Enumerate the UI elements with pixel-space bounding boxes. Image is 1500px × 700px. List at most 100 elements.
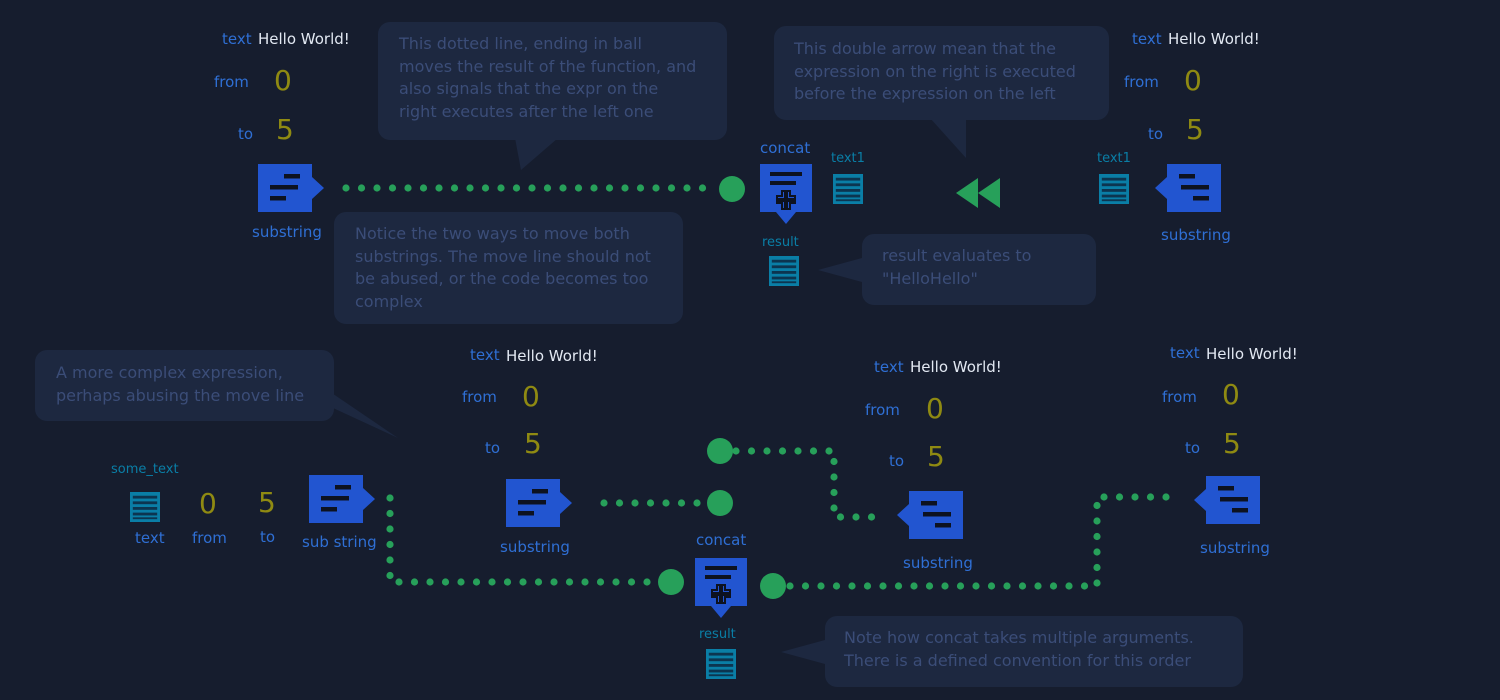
- move-line-dot: [830, 457, 838, 466]
- move-line-dot: [600, 499, 608, 507]
- param-value-to[interactable]: 5: [524, 427, 542, 460]
- move-line-dot: [1131, 493, 1139, 501]
- function-label-substring: substring: [1161, 226, 1231, 244]
- move-ball[interactable]: [707, 438, 733, 464]
- move-line-dot: [1115, 493, 1124, 501]
- function-label-sub-string: sub string: [302, 533, 377, 551]
- param-value-text[interactable]: Hello World!: [910, 358, 1002, 376]
- move-line-dot: [817, 582, 825, 590]
- bubble-line: substrings. The move line should not: [355, 246, 651, 266]
- move-line-dot: [794, 447, 802, 455]
- param-value-from[interactable]: 0: [274, 64, 292, 97]
- move-line-dot: [1146, 493, 1155, 501]
- variable-label-text: text: [135, 529, 165, 547]
- move-line-dot: [863, 582, 872, 590]
- concat-function-icon[interactable]: [695, 558, 747, 618]
- move-line-dot: [747, 447, 756, 455]
- move-line-dot: [534, 578, 543, 586]
- bubble-line: Note how concat takes multiple arguments…: [844, 628, 1194, 647]
- move-line-dot: [581, 578, 589, 586]
- variable-label-result: result: [762, 235, 799, 250]
- param-value-text[interactable]: Hello World!: [1206, 345, 1298, 363]
- variable-icon[interactable]: [1099, 174, 1129, 204]
- substring-function-icon[interactable]: [309, 475, 375, 523]
- move-line-dot: [373, 184, 381, 192]
- substring-function-icon[interactable]: [1194, 476, 1260, 524]
- param-value-text[interactable]: Hello World!: [506, 347, 598, 365]
- move-line-dot: [667, 184, 676, 192]
- move-line-dot: [778, 447, 787, 455]
- param-key-text: text: [1170, 344, 1200, 362]
- literal-from-label: from: [192, 529, 227, 547]
- param-key-text: text: [470, 346, 500, 364]
- bubble-double-arrow: This double arrow mean that the expressi…: [774, 26, 1109, 120]
- move-line-dot: [615, 499, 624, 507]
- move-line-dot: [404, 184, 412, 192]
- param-value-from[interactable]: 0: [926, 392, 944, 425]
- move-line-dot: [1049, 582, 1058, 590]
- bubble-line: Notice the two ways to move both: [355, 224, 630, 243]
- move-ball[interactable]: [658, 569, 684, 595]
- param-value-text[interactable]: Hello World!: [1168, 30, 1260, 48]
- move-ball[interactable]: [707, 490, 733, 516]
- move-line-dot: [732, 447, 740, 455]
- move-line-dot: [457, 578, 465, 586]
- move-line-dot: [956, 582, 965, 590]
- move-line-dot: [698, 184, 707, 192]
- move-line-dot: [631, 499, 639, 507]
- move-line-dot: [830, 504, 838, 512]
- move-line-dot: [543, 184, 552, 192]
- move-line-dot: [519, 578, 527, 586]
- param-value-to[interactable]: 5: [927, 440, 945, 473]
- param-value-to[interactable]: 5: [276, 113, 294, 146]
- concat-function-icon[interactable]: [760, 164, 812, 224]
- move-line-dot: [426, 578, 434, 586]
- bubble-complex-expression: A more complex expression, perhaps abusi…: [35, 350, 334, 421]
- variable-icon[interactable]: [706, 649, 736, 679]
- param-value-from[interactable]: 0: [1222, 378, 1240, 411]
- param-value-from[interactable]: 0: [1184, 64, 1202, 97]
- param-key-from: from: [214, 73, 249, 91]
- param-value-to[interactable]: 5: [1223, 427, 1241, 460]
- move-line-dot: [786, 582, 794, 590]
- function-label-substring: substring: [1200, 539, 1270, 557]
- bubble-line: before the expression on the left: [794, 84, 1056, 103]
- move-line-dot: [825, 447, 833, 455]
- move-ball-top[interactable]: [719, 176, 745, 202]
- param-value-to[interactable]: 5: [1186, 113, 1204, 146]
- move-ball[interactable]: [760, 573, 786, 599]
- move-line-dot: [386, 494, 394, 502]
- param-key-from: from: [865, 401, 900, 419]
- variable-icon[interactable]: [130, 492, 160, 522]
- substring-function-icon[interactable]: [258, 164, 324, 212]
- move-line-dot: [1093, 548, 1101, 556]
- move-line-dot: [627, 578, 636, 586]
- bubble-line: also signals that the expr on the: [399, 79, 659, 98]
- move-line-dot: [693, 499, 701, 507]
- bubble-line: moves the result of the function, and: [399, 56, 697, 76]
- substring-function-icon[interactable]: [897, 491, 963, 539]
- substring-function-icon[interactable]: [506, 479, 572, 527]
- variable-icon[interactable]: [833, 174, 863, 204]
- variable-label-text1: text1: [1097, 151, 1131, 166]
- variable-icon[interactable]: [769, 256, 799, 286]
- move-line-dot: [801, 582, 810, 590]
- move-line-dot: [848, 582, 856, 590]
- substring-function-icon[interactable]: [1155, 164, 1221, 212]
- param-key-text: text: [874, 358, 904, 376]
- move-line-dot: [1093, 532, 1101, 541]
- literal-from-value[interactable]: 0: [199, 487, 217, 520]
- function-label-substring: substring: [500, 538, 570, 556]
- literal-to-value[interactable]: 5: [258, 486, 276, 519]
- move-line-dot: [472, 578, 481, 586]
- param-value-text[interactable]: Hello World!: [258, 30, 350, 48]
- param-key-from: from: [462, 388, 497, 406]
- bubble-line: result evaluates to: [882, 246, 1032, 265]
- bubble-line: perhaps abusing the move line: [56, 385, 305, 405]
- move-line-dot: [1034, 582, 1042, 590]
- move-line-dot: [590, 184, 598, 192]
- move-line-dot: [605, 184, 614, 192]
- move-line-dot: [621, 184, 629, 192]
- param-value-from[interactable]: 0: [522, 380, 540, 413]
